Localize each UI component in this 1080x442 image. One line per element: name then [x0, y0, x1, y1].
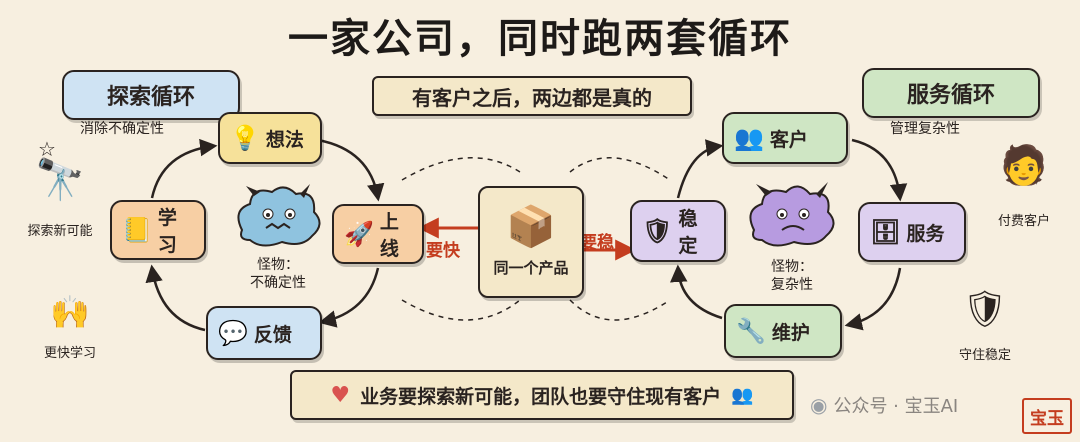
node-maintain: 🔧 维护 — [724, 304, 842, 358]
service-loop-title: 服务循环 — [862, 68, 1040, 118]
star-icon: ☆ — [38, 137, 56, 161]
guard-figure: 🛡 守住稳定 — [930, 289, 1040, 364]
node-service-label: 服务 — [906, 222, 945, 245]
bottom-banner-text: 业务要探索新可能，团队也要守住现有客户 — [360, 385, 722, 408]
explorer-figure: 🔭 探索新可能 — [10, 160, 110, 239]
learners-figure: 🙌 更快学习 — [20, 296, 120, 361]
tag-stable: 要稳 — [580, 233, 614, 253]
arrow-feedback-learn — [145, 264, 206, 332]
center-banner: 有客户之后，两边都是真的 — [372, 76, 692, 116]
node-learn-label: 学习 — [157, 207, 177, 256]
learners-caption: 更快学习 — [43, 346, 96, 361]
complexity-monster-icon — [744, 178, 840, 250]
dashed-connector — [401, 157, 521, 181]
service-monster-label: 怪物： 复杂性 — [771, 259, 813, 293]
box-icon: 📦 — [506, 203, 556, 250]
node-maintain-label: 维护 — [771, 321, 810, 344]
explore-monster-label: 怪物： 不确定性 — [250, 257, 306, 291]
page-title: 一家公司，同时跑两套循环 — [288, 16, 792, 62]
node-feedback-label: 反馈 — [253, 323, 292, 346]
cheering-people-icon: 🙌 — [50, 293, 90, 331]
uncertainty-monster-icon — [232, 180, 324, 250]
arrow-launch-feedback — [318, 267, 380, 328]
node-customer: 👥 客户 — [722, 112, 848, 164]
paying-caption: 付费客户 — [997, 214, 1050, 229]
bottom-banner: ♥ 业务要探索新可能，团队也要守住现有客户 👥 — [290, 370, 794, 420]
center-product-label: 同一个产品 — [493, 258, 569, 277]
arrow-service-maintain — [844, 267, 902, 331]
explore-loop-title: 探索循环 — [62, 70, 240, 120]
watermark: ◉ 公众号 · 宝玉AI — [810, 392, 958, 418]
notebook-icon: 📒 — [122, 216, 152, 244]
dashed-connector — [569, 157, 671, 181]
wrench-icon: 🔧 — [736, 317, 766, 345]
server-icon: 🗄 — [870, 218, 901, 246]
service-subtitle: 管理复杂性 — [890, 121, 960, 137]
arrow-learn-idea — [150, 138, 218, 199]
node-idea-label: 想法 — [265, 128, 304, 151]
dashed-connector — [569, 299, 671, 321]
node-stable-label: 稳定 — [678, 208, 698, 257]
node-stable: 🛡 稳定 — [630, 200, 726, 262]
dashed-connector — [401, 299, 521, 321]
arrow-customer-service — [851, 138, 908, 202]
paying-customer-figure: 🧑 付费客户 — [976, 146, 1072, 229]
node-customer-label: 客户 — [769, 128, 808, 151]
person-shield-icon: 🛡 — [962, 289, 1008, 330]
node-learn: 📒 学习 — [110, 200, 206, 260]
tag-fast: 要快 — [426, 241, 460, 261]
person-heart-icon: 🧑 — [1000, 143, 1048, 187]
sparkle-icon: ✦ — [1030, 170, 1043, 189]
center-product-box: 📦 同一个产品 — [478, 186, 584, 298]
watermark-text: 公众号 · 宝玉AI — [833, 396, 959, 417]
arrow-stable-customer — [676, 139, 724, 199]
wechat-icon: ◉ — [810, 393, 828, 417]
arrow-maintain-stable — [670, 264, 723, 320]
explore-subtitle: 消除不确定性 — [80, 121, 164, 137]
seal-stamp: 宝玉 — [1022, 398, 1072, 434]
team-icon: 👥 — [731, 384, 754, 406]
heart-icon: ♥ — [330, 382, 351, 408]
node-launch: 🚀 上线 — [332, 204, 424, 264]
arrow-idea-launch — [317, 138, 385, 202]
node-launch-label: 上线 — [379, 211, 399, 260]
node-feedback: 💬 反馈 — [206, 306, 322, 360]
node-service: 🗄 服务 — [858, 202, 966, 262]
guard-caption: 守住稳定 — [958, 348, 1011, 363]
explorer-caption: 探索新可能 — [27, 224, 93, 239]
telescope-person-icon: 🔭 — [35, 157, 85, 203]
node-idea: 💡 想法 — [218, 112, 322, 164]
rocket-icon: 🚀 — [344, 220, 374, 248]
people-icon: 👥 — [734, 124, 764, 152]
shield-icon: 🛡 — [642, 217, 673, 245]
lightbulb-icon: 💡 — [230, 124, 260, 152]
chat-icon: 💬 — [218, 319, 248, 347]
